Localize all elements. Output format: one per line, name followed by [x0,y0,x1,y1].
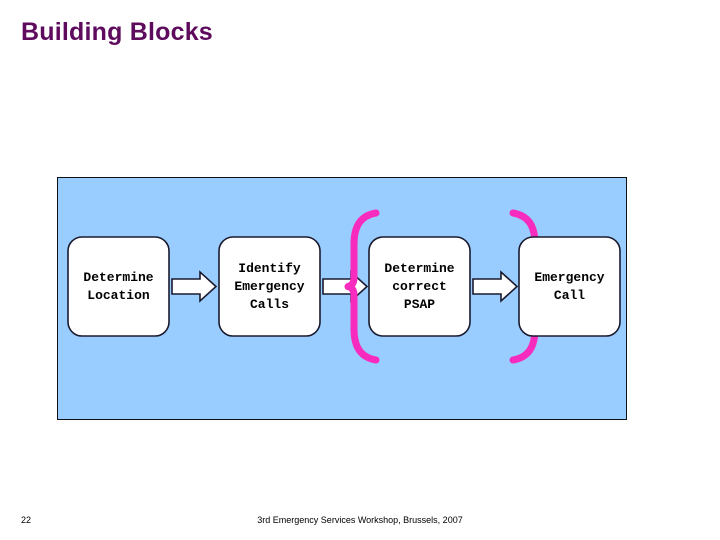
process-box-determine-correct-psap[interactable]: Determine correct PSAP [384,260,455,312]
footer-page-number: 22 [21,515,32,525]
page-title: Building Blocks [21,18,213,46]
process-box-identify-emergency-calls[interactable]: Identify Emergency Calls [234,260,305,312]
arrow-1 [171,270,218,303]
footer-caption: 3rd Emergency Services Workshop, Brussel… [257,515,463,525]
process-box-determine-location[interactable]: Determine Location [83,269,154,303]
arrow-3 [472,270,519,303]
process-box-shapes [67,236,621,337]
diagram-canvas [67,209,621,364]
diagram-panel: Determine Location Identify Emergency Ca… [57,177,627,420]
process-box-emergency-call[interactable]: Emergency Call [534,269,605,303]
